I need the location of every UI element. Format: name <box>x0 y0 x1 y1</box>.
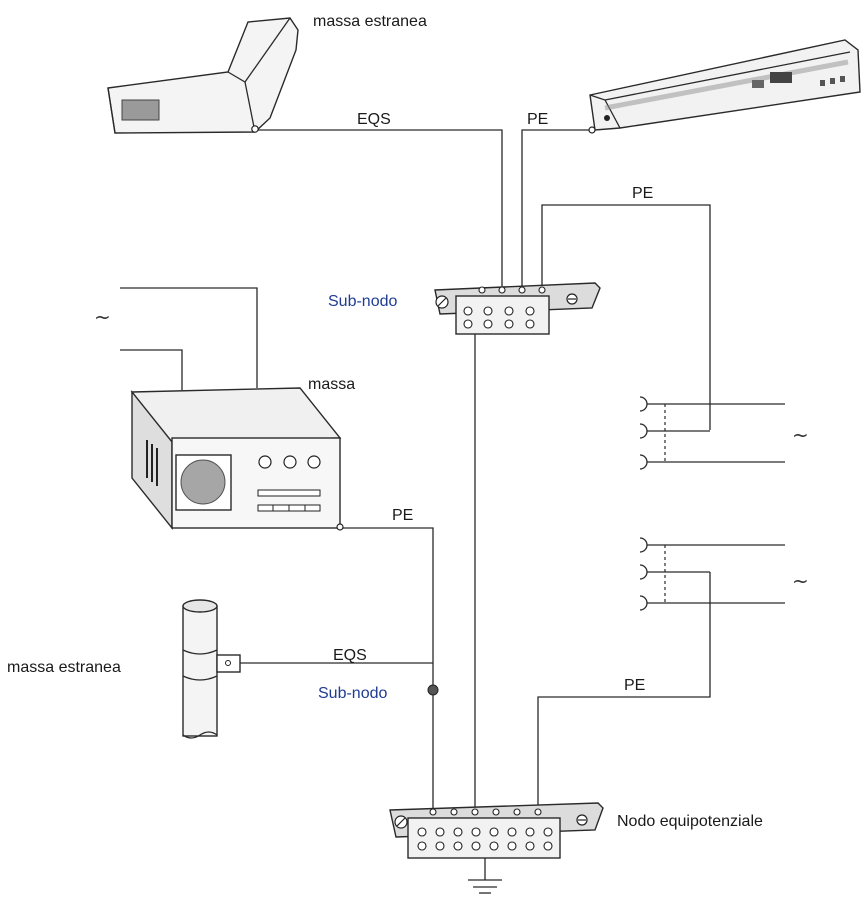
wires <box>120 129 785 894</box>
wire-mass-supply-2 <box>120 349 183 390</box>
socket-group-top <box>639 396 785 470</box>
ac-symbol-right-bottom: ~ <box>792 569 809 593</box>
label-top-pe: PE <box>527 111 548 128</box>
luminaire-icon <box>588 39 861 134</box>
wire-mass-pe <box>340 527 434 812</box>
label-right-pe-top: PE <box>632 185 653 202</box>
ac-symbol-right-top: ~ <box>792 423 809 447</box>
socket-group-bottom <box>639 537 785 611</box>
ac-symbol-left: ~ <box>94 305 111 329</box>
label-sub-node-top: Sub-nodo <box>328 293 397 310</box>
wire-mass-supply-1 <box>120 287 258 388</box>
sub-node-bottom-connector <box>427 684 439 696</box>
mass-equipment-icon <box>130 387 344 531</box>
pipe-icon <box>182 599 241 739</box>
label-top-extraneous-mass: massa estranea <box>313 13 427 30</box>
wire-top-eqs <box>256 129 503 290</box>
label-mass: massa <box>308 376 355 393</box>
label-main-node: Nodo equipotenziale <box>617 813 763 830</box>
label-left-eqs: EQS <box>333 647 367 664</box>
label-left-extraneous-mass: massa estranea <box>7 659 121 676</box>
labels: massa estranea EQS PE PE Sub-nodo massa … <box>7 13 809 830</box>
main-equipotential-node-bar <box>389 802 604 859</box>
label-mass-pe: PE <box>392 507 413 524</box>
ground-icon <box>468 858 502 894</box>
sub-node-top-bar <box>434 282 601 335</box>
wire-right-pe-top <box>541 204 711 430</box>
wire-top-pe <box>521 129 590 290</box>
label-right-pe-bottom: PE <box>624 677 645 694</box>
wire-right-pe-bottom <box>537 572 711 812</box>
extraneous-mass-top-icon <box>107 17 299 134</box>
label-top-eqs: EQS <box>357 111 391 128</box>
label-sub-node-bottom: Sub-nodo <box>318 685 387 702</box>
